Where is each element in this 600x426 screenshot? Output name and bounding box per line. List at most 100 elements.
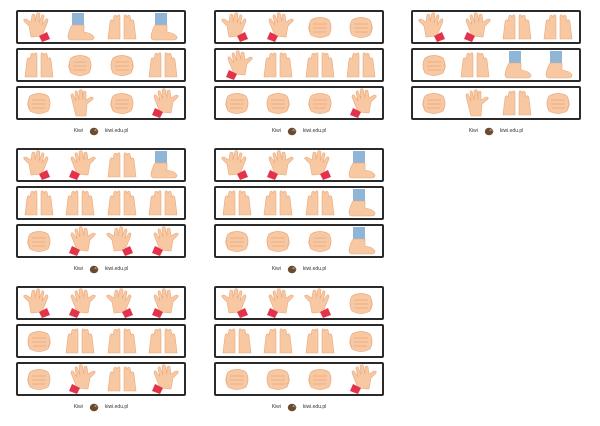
clap-icon (143, 325, 183, 357)
sequence-strip (411, 10, 581, 44)
fist-icon (538, 87, 578, 119)
card-footer: Kiwi kiwi.edu.pl (214, 400, 384, 414)
activity-card: Kiwi kiwi.edu.pl (16, 10, 190, 138)
clap-icon (60, 187, 100, 219)
foot-icon (341, 225, 381, 257)
hand-cuff-icon (258, 11, 298, 43)
sequence-strip (16, 148, 186, 182)
fist-icon (102, 87, 142, 119)
foot-icon (538, 49, 578, 81)
foot-icon (341, 149, 381, 181)
clap-icon (455, 49, 495, 81)
clap-icon (143, 187, 183, 219)
sequence-strip (214, 48, 384, 82)
clap-icon (102, 325, 142, 357)
kiwi-bird-icon (287, 264, 297, 274)
clap-icon (60, 325, 100, 357)
hand-cuff-icon (143, 363, 183, 395)
hand-cuff-icon (341, 87, 381, 119)
sequence-strip (16, 224, 186, 258)
fist-icon (217, 363, 257, 395)
fist-icon (300, 363, 340, 395)
sequence-strip (214, 224, 384, 258)
site-url: kiwi.edu.pl (104, 128, 129, 134)
clap-icon (497, 11, 537, 43)
hand-cuff-icon (414, 11, 454, 43)
fist-icon (19, 325, 59, 357)
brand-name: Kiwi (73, 404, 83, 410)
hand-cuff-icon (258, 287, 298, 319)
hand-cuff-icon (60, 149, 100, 181)
clap-icon (143, 49, 183, 81)
clap-icon (217, 187, 257, 219)
hand-cuff-icon (143, 87, 183, 119)
hand-cuff-icon (217, 149, 257, 181)
sequence-strip (214, 186, 384, 220)
clap-icon (497, 87, 537, 119)
clap-icon (102, 11, 142, 43)
brand-name: Kiwi (271, 404, 281, 410)
hand-cuff-icon (300, 149, 340, 181)
fist-icon (19, 87, 59, 119)
hand-cuff-icon (60, 225, 100, 257)
clap-icon (258, 325, 298, 357)
site-url: kiwi.edu.pl (302, 404, 327, 410)
hand-cuff-icon (217, 11, 257, 43)
sequence-strip (411, 86, 581, 120)
fist-icon (19, 363, 59, 395)
fist-icon (258, 363, 298, 395)
fist-icon (414, 49, 454, 81)
hand-cuff-icon (143, 287, 183, 319)
hand-cuff-icon (102, 225, 142, 257)
card-footer: Kiwi kiwi.edu.pl (16, 124, 186, 138)
foot-icon (143, 149, 183, 181)
fist-icon (341, 287, 381, 319)
kiwi-bird-icon (287, 126, 297, 136)
sequence-strip (16, 324, 186, 358)
hand-open-icon (60, 87, 100, 119)
clap-icon (19, 187, 59, 219)
kiwi-bird-icon (89, 402, 99, 412)
fist-icon (258, 87, 298, 119)
fist-icon (217, 225, 257, 257)
site-url: kiwi.edu.pl (302, 128, 327, 134)
hand-cuff-icon (258, 149, 298, 181)
clap-icon (102, 187, 142, 219)
sequence-strip (16, 286, 186, 320)
hand-cuff-icon (143, 225, 183, 257)
fist-icon (258, 225, 298, 257)
clap-icon (341, 49, 381, 81)
brand-name: Kiwi (73, 266, 83, 272)
fist-icon (300, 11, 340, 43)
hand-cuff-icon (60, 363, 100, 395)
clap-icon (300, 187, 340, 219)
sequence-strip (214, 324, 384, 358)
clap-icon (258, 187, 298, 219)
brand-name: Kiwi (271, 266, 281, 272)
hand-cuff-icon (217, 49, 257, 81)
fist-icon (341, 11, 381, 43)
brand-name: Kiwi (73, 128, 83, 134)
sequence-strip (16, 48, 186, 82)
sequence-strip (411, 48, 581, 82)
fist-icon (300, 87, 340, 119)
fist-icon (60, 49, 100, 81)
clap-icon (258, 49, 298, 81)
foot-icon (60, 11, 100, 43)
hand-cuff-icon (341, 363, 381, 395)
hand-cuff-icon (19, 287, 59, 319)
site-url: kiwi.edu.pl (499, 128, 524, 134)
site-url: kiwi.edu.pl (302, 266, 327, 272)
sequence-strip (16, 10, 186, 44)
kiwi-bird-icon (89, 264, 99, 274)
sequence-strip (214, 148, 384, 182)
foot-icon (341, 187, 381, 219)
